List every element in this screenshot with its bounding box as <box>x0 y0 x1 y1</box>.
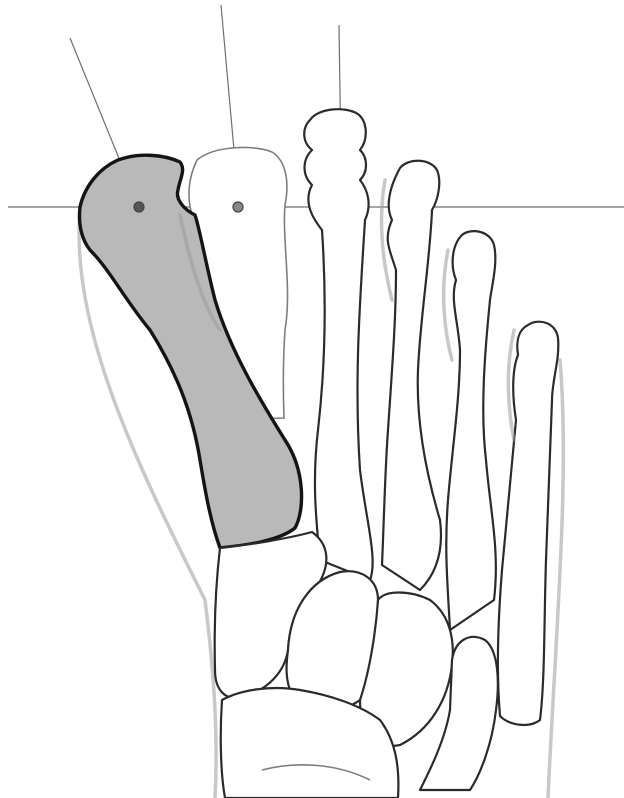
phalanx-axis-dot <box>233 202 243 212</box>
fourth-toe-shadow <box>444 250 452 360</box>
second-toe-bone <box>304 109 372 580</box>
third-toe-bone <box>382 161 441 590</box>
fourth-toe-bone <box>446 231 496 630</box>
metatarsal-axis-dot <box>134 202 144 212</box>
